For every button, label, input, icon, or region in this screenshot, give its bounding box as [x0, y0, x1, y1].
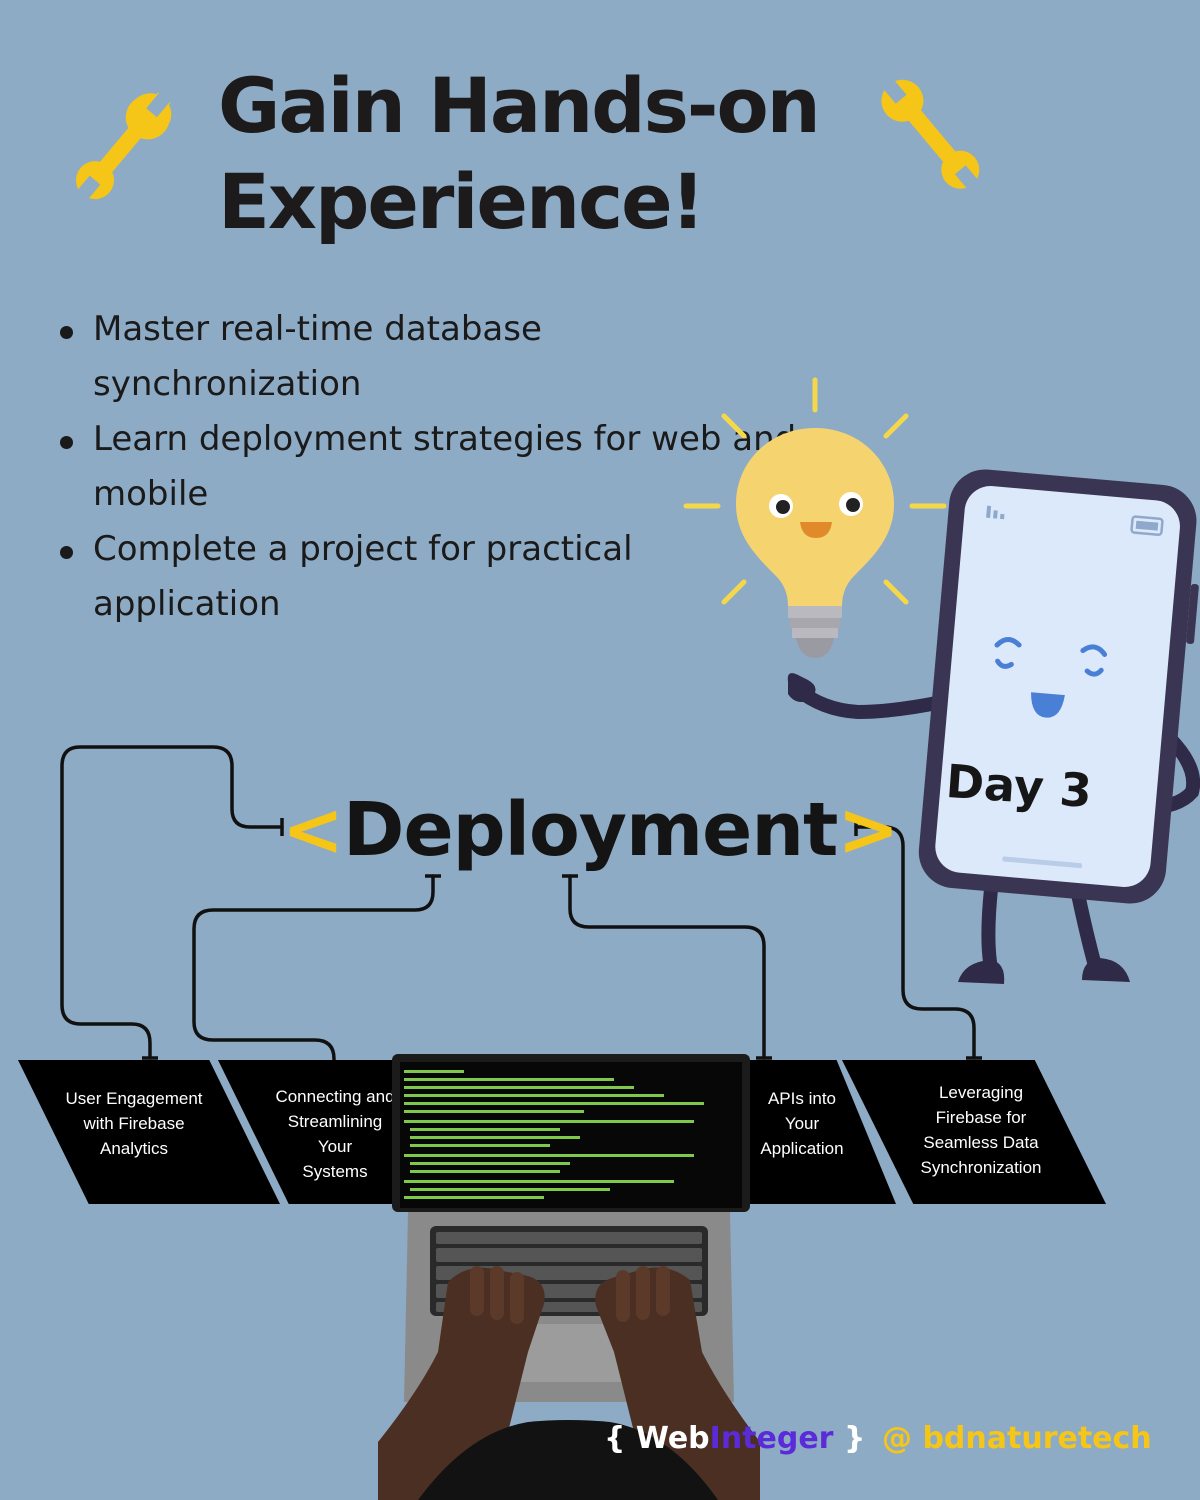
topic-label: Connecting and Streamlining Your Systems: [275, 1087, 395, 1181]
lightbulb-icon: [683, 377, 947, 658]
brand-logo: { WebInteger }: [604, 1418, 865, 1460]
page-title: Gain Hands-on Experience!: [218, 58, 821, 250]
list-item: Master real-time database synchronizatio…: [60, 302, 620, 412]
topic-label: User Engagement with Firebase Analytics: [65, 1089, 203, 1158]
title-line-2: Experience!: [218, 157, 705, 246]
laptop-image: [378, 1054, 760, 1500]
wrench-icon: [880, 76, 983, 195]
phone-mascot: [787, 469, 1200, 984]
social-handle: @ bdnaturetech: [882, 1421, 1152, 1456]
brand-web: Web: [635, 1421, 710, 1456]
signal-icon: [986, 505, 1005, 520]
topic-label: APIs into Your Application: [760, 1089, 844, 1158]
feature-list: Master real-time database synchronizatio…: [60, 302, 880, 632]
day-label: Day 3: [944, 753, 1094, 819]
list-item: Complete a project for practical applica…: [60, 522, 700, 632]
battery-icon: [1130, 515, 1164, 536]
brand-open-brace: {: [604, 1421, 626, 1456]
open-bracket: <: [282, 787, 344, 873]
brand-close-brace: }: [843, 1421, 866, 1456]
topic-label: Leveraging Firebase for Seamless Data Sy…: [920, 1083, 1042, 1177]
wrench-icon: [72, 89, 173, 205]
deployment-heading: <Deployment>: [282, 782, 899, 878]
close-bracket: >: [837, 787, 899, 873]
list-item: Learn deployment strategies for web and …: [60, 412, 880, 522]
brand-integer: Integer: [709, 1421, 834, 1456]
title-line-1: Gain Hands-on: [218, 61, 821, 150]
deployment-word: Deployment: [343, 787, 838, 873]
